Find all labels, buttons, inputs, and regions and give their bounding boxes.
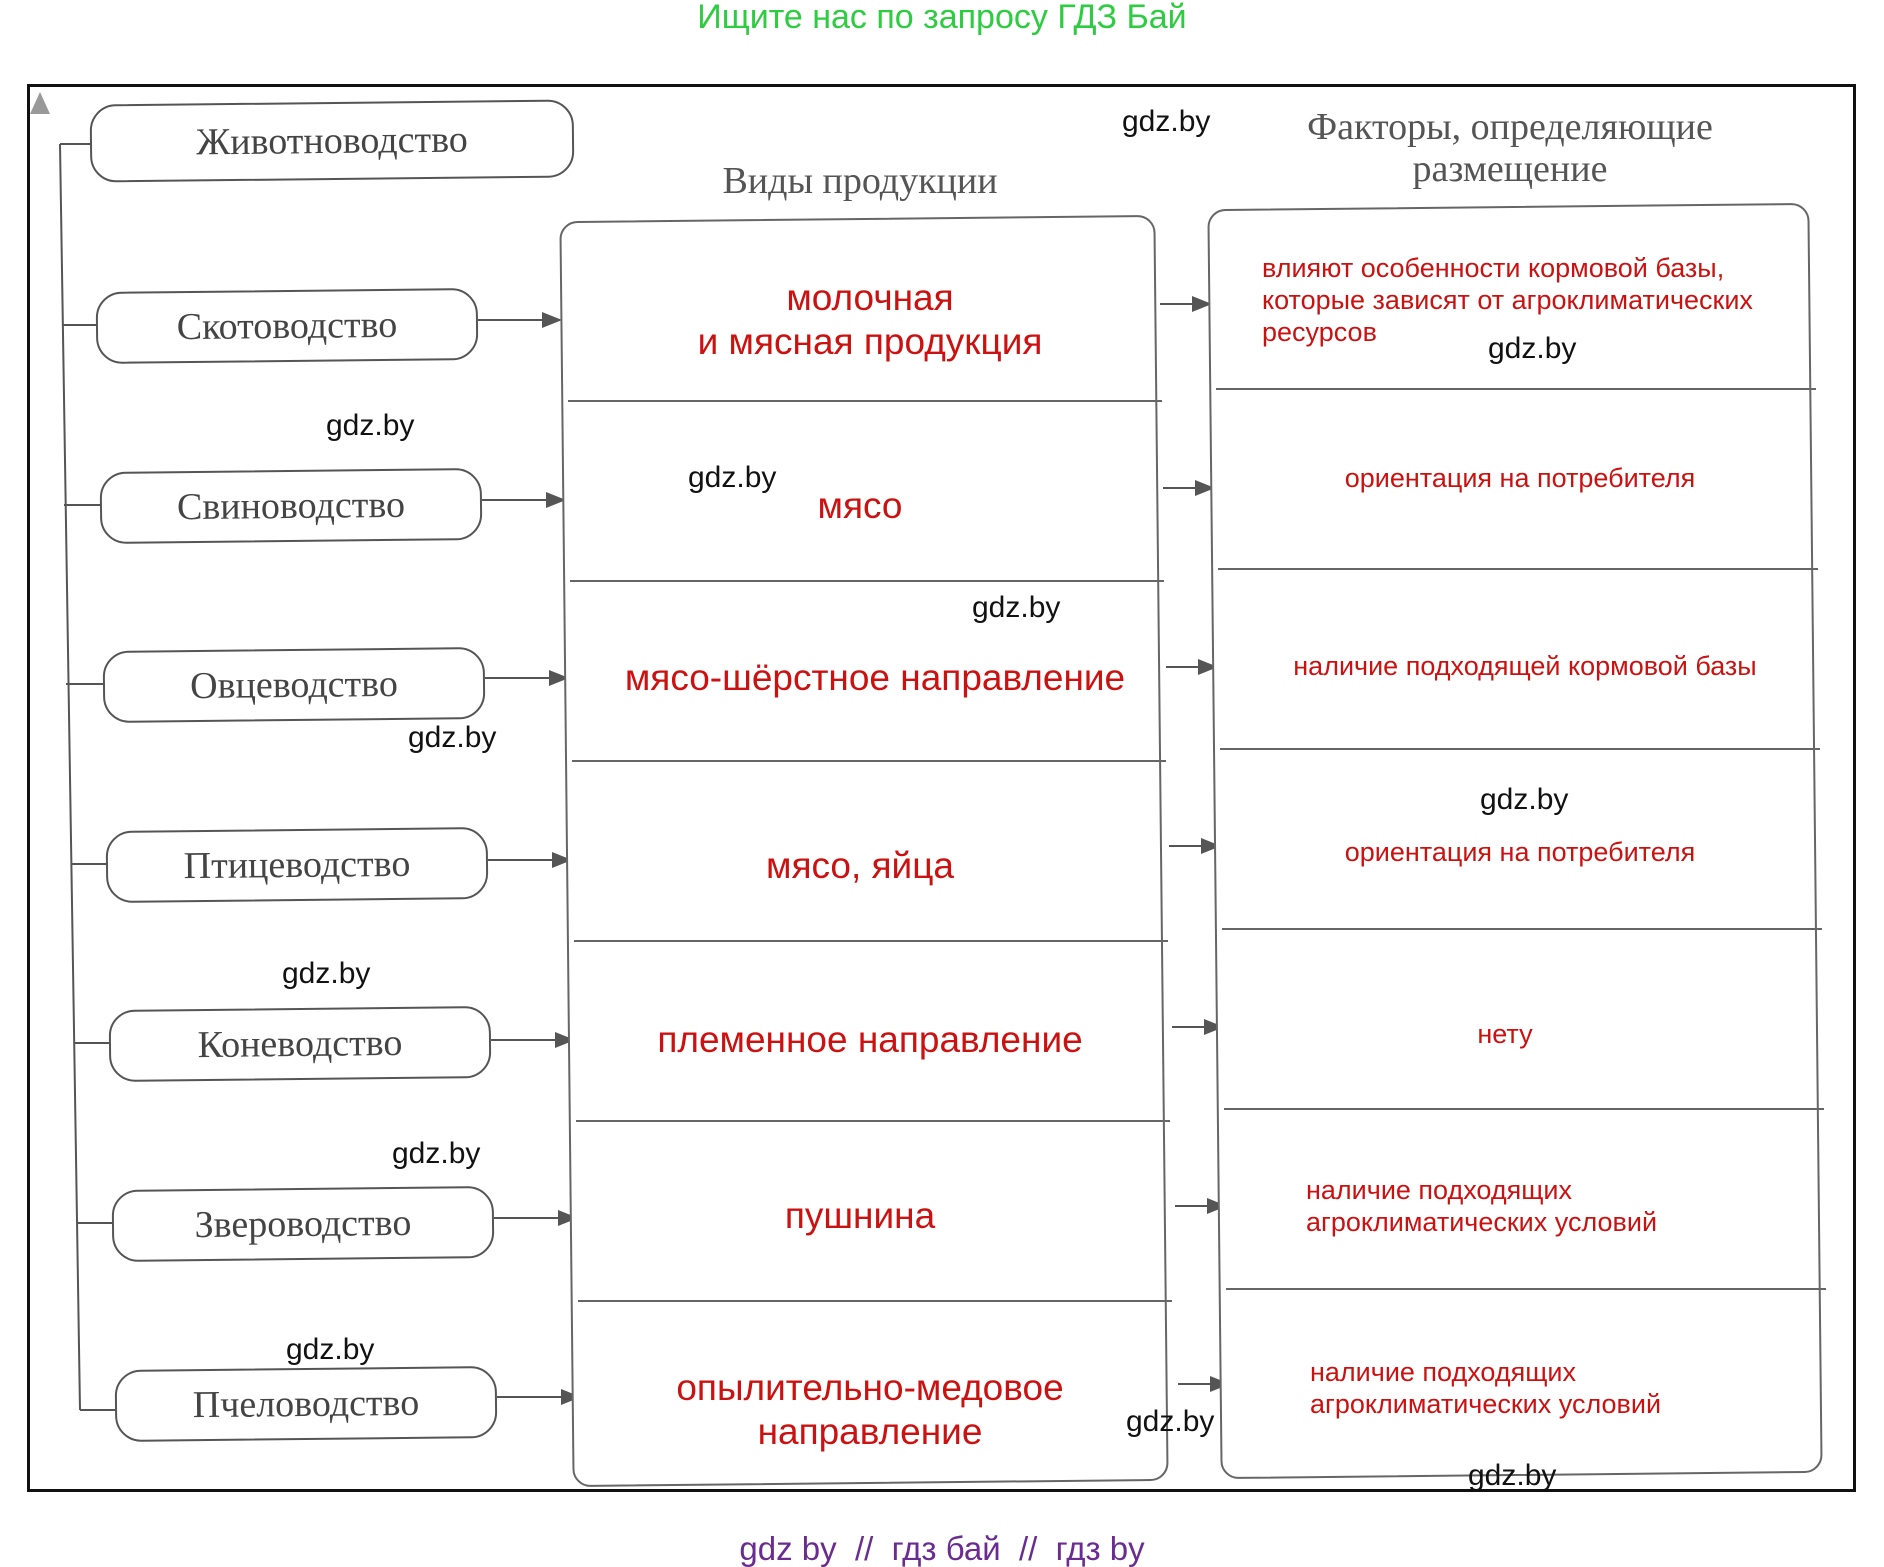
branch-label: Свиноводство — [176, 483, 406, 529]
products-divider — [570, 580, 1164, 582]
factor-line: агроклиматических условий — [1306, 1207, 1658, 1237]
factors-divider — [1218, 568, 1818, 570]
product-line: направление — [757, 1411, 983, 1452]
branch-label: Коневодство — [197, 1021, 403, 1067]
branch-label: Пчеловодство — [192, 1381, 420, 1427]
branch-node-horses: Коневодство — [108, 1006, 492, 1082]
factor-line: ориентация на потребителя — [1344, 837, 1696, 867]
factor-line: влияют особенности кормовой базы, — [1262, 253, 1725, 283]
watermark: gdz.by — [1126, 1405, 1215, 1438]
watermark: gdz.by — [1488, 332, 1577, 365]
factor-line: наличие подходящих — [1310, 1357, 1577, 1387]
factors-divider — [1220, 748, 1820, 750]
corner-mark-icon — [30, 92, 50, 114]
branch-label: Звероводство — [194, 1201, 412, 1247]
product-answer-sheep: мясо-шёрстное направление — [580, 656, 1170, 700]
product-line: молочная — [786, 277, 954, 318]
product-line: опылительно-медовое — [676, 1367, 1064, 1408]
watermark: gdz.by — [1468, 1459, 1557, 1492]
factors-header-line1: Факторы, определяющие — [1307, 106, 1713, 148]
products-header: Виды продукции — [722, 160, 998, 202]
branch-label: Птицеводство — [183, 842, 411, 888]
factors-divider — [1216, 388, 1816, 390]
product-answer-poultry: мясо, яйца — [580, 844, 1140, 888]
branch-node-fur: Звероводство — [111, 1186, 495, 1262]
factor-line: нету — [1477, 1019, 1533, 1049]
product-answer-horses: племенное направление — [580, 1018, 1160, 1062]
watermark: gdz.by — [326, 409, 415, 442]
factor-line: наличие подходящей кормовой базы — [1293, 651, 1757, 681]
products-divider — [568, 400, 1162, 402]
watermark: gdz.by — [282, 957, 371, 990]
branch-node-poultry: Птицеводство — [105, 827, 489, 903]
bottom-banner: gdz by // гдз бай // гдз by — [739, 1530, 1145, 1567]
product-line: мясо — [817, 485, 903, 526]
diagram-frame — [27, 84, 1856, 1492]
products-divider — [576, 1120, 1170, 1122]
branch-node-bees: Пчеловодство — [114, 1366, 498, 1442]
factors-header-line2: размещение — [1412, 148, 1608, 190]
factor-line: ориентация на потребителя — [1344, 463, 1696, 493]
watermark: gdz.by — [392, 1137, 481, 1170]
factor-answer-poultry: ориентация на потребителя — [1230, 836, 1810, 868]
factor-answer-sheep: наличие подходящей кормовой базы — [1230, 650, 1820, 682]
product-answer-cattle: молочная и мясная продукция — [580, 276, 1160, 364]
factor-line: которые зависят от агроклиматических — [1262, 285, 1753, 315]
product-line: и мясная продукция — [697, 321, 1043, 362]
factors-divider — [1224, 1108, 1824, 1110]
factor-answer-cattle: влияют особенности кормовой базы, которы… — [1262, 252, 1802, 348]
factors-header: Факторы, определяющие размещение — [1250, 106, 1770, 190]
branch-label: Овцеводство — [189, 662, 399, 708]
products-divider — [572, 760, 1166, 762]
factor-answer-bees: наличие подходящих агроклиматических усл… — [1310, 1356, 1790, 1420]
watermark: gdz.by — [408, 721, 497, 754]
products-divider — [578, 1300, 1172, 1302]
factors-divider — [1226, 1288, 1826, 1290]
watermark: gdz.by — [286, 1333, 375, 1366]
root-node-livestock: Животноводство — [89, 99, 575, 183]
branch-node-pigs: Свиноводство — [99, 468, 483, 544]
root-node-label: Животноводство — [195, 118, 469, 164]
branch-node-sheep: Овцеводство — [102, 647, 486, 723]
products-divider — [574, 940, 1168, 942]
watermark: gdz.by — [688, 461, 777, 494]
product-answer-fur: пушнина — [580, 1194, 1140, 1238]
factors-divider — [1222, 928, 1822, 930]
branch-label: Скотоводство — [176, 303, 398, 349]
branch-node-cattle: Скотоводство — [95, 288, 479, 364]
factor-line: наличие подходящих — [1306, 1175, 1573, 1205]
top-banner: Ищите нас по запросу ГДЗ Бай — [697, 0, 1187, 36]
product-line: мясо-шёрстное направление — [624, 657, 1126, 698]
product-answer-bees: опылительно-медовое направление — [580, 1366, 1160, 1454]
product-line: мясо, яйца — [766, 845, 954, 886]
product-answer-pigs: мясо — [580, 484, 1140, 528]
factor-answer-horses: нету — [1220, 1018, 1790, 1050]
watermark: gdz.by — [1480, 783, 1569, 816]
product-line: пушнина — [784, 1195, 936, 1236]
watermark: gdz.by — [1122, 105, 1211, 138]
factor-line: агроклиматических условий — [1310, 1389, 1662, 1419]
watermark: gdz.by — [972, 591, 1061, 624]
factor-line: ресурсов — [1262, 317, 1377, 347]
factor-answer-pigs: ориентация на потребителя — [1230, 462, 1810, 494]
factor-answer-fur: наличие подходящих агроклиматических усл… — [1306, 1174, 1786, 1238]
product-line: племенное направление — [657, 1019, 1083, 1060]
